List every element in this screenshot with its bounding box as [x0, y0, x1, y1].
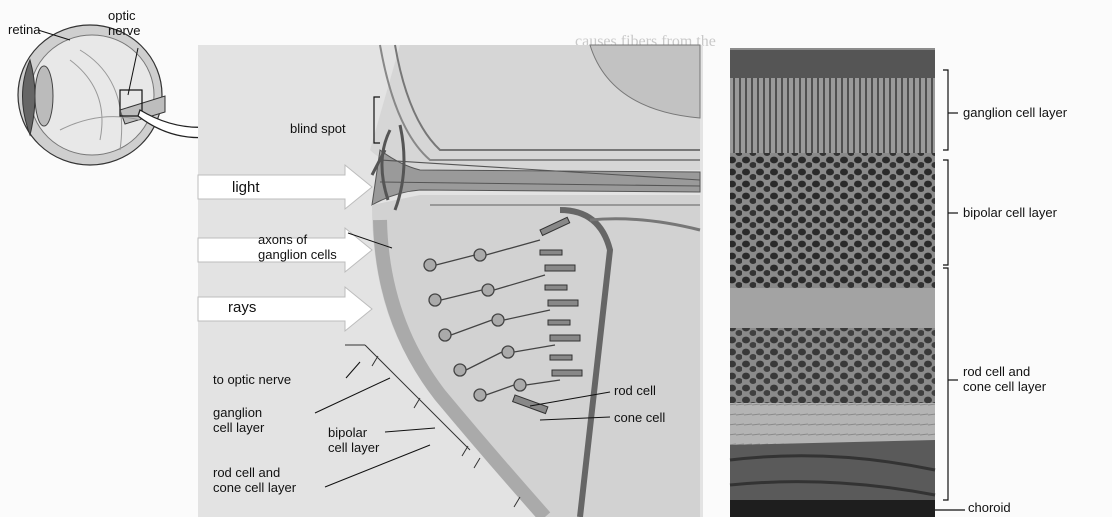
rod-and-cone-cell-layer-label: rod cell and cone cell layer	[213, 465, 296, 495]
blind-spot-label: blind spot	[290, 121, 346, 136]
axons-of-ganglion-cells-label: axons of ganglion cells	[258, 232, 337, 262]
retina-cross-section	[198, 45, 703, 517]
micrograph-brackets	[935, 70, 965, 510]
retina-micrograph	[730, 48, 935, 517]
micro-bipolar-cell-layer-label: bipolar cell layer	[963, 205, 1057, 220]
retina-label: retina	[8, 22, 41, 37]
choroid-label: choroid	[968, 500, 1011, 515]
micro-ganglion-cell-layer-label: ganglion cell layer	[963, 105, 1067, 120]
rod-cell-label: rod cell	[614, 383, 656, 398]
bipolar-cell-layer-label: bipolar cell layer	[328, 425, 379, 455]
micro-rod-and-cone-cell-layer-label: rod cell and cone cell layer	[963, 364, 1046, 394]
ganglion-cell-layer-label: ganglion cell layer	[213, 405, 264, 435]
to-optic-nerve-label: to optic nerve	[213, 372, 291, 387]
eye-inset	[18, 25, 165, 165]
optic-nerve-label: optic nerve	[108, 8, 141, 38]
light-label: light	[232, 180, 260, 195]
cone-cell-label: cone cell	[614, 410, 665, 425]
rays-label: rays	[228, 300, 256, 315]
